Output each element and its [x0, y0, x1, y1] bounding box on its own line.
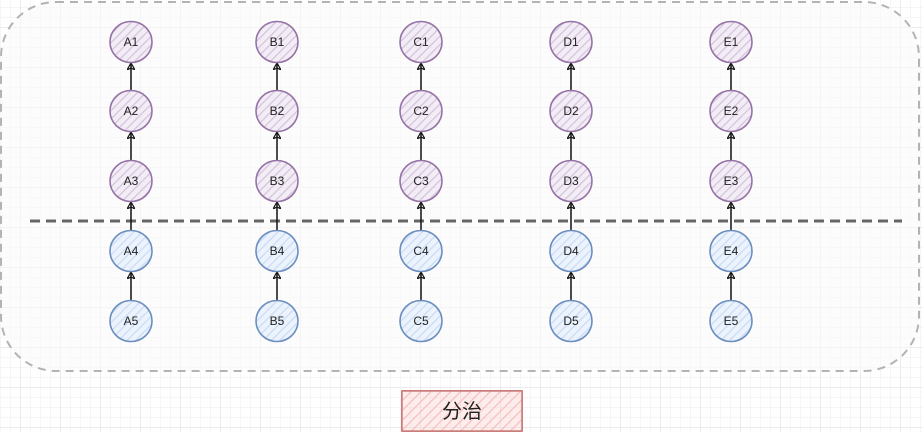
node-label: E1: [724, 35, 739, 49]
node-a2[interactable]: A2: [109, 89, 153, 133]
node-label: E4: [724, 244, 739, 258]
node-d4[interactable]: D4: [549, 229, 593, 273]
node-b5[interactable]: B5: [255, 299, 299, 343]
node-label: B1: [270, 35, 285, 49]
edges-layer: [131, 64, 731, 300]
node-c4[interactable]: C4: [399, 229, 443, 273]
node-d5[interactable]: D5: [549, 299, 593, 343]
node-label: D5: [563, 314, 579, 328]
node-label: A3: [124, 174, 139, 188]
caption-label: 分治: [442, 399, 482, 423]
node-label: E5: [724, 314, 739, 328]
node-label: D4: [563, 244, 579, 258]
caption-box[interactable]: 分治: [401, 390, 523, 432]
node-label: D3: [563, 174, 579, 188]
node-label: E2: [724, 104, 739, 118]
node-c3[interactable]: C3: [399, 159, 443, 203]
node-label: B5: [270, 314, 285, 328]
node-a5[interactable]: A5: [109, 299, 153, 343]
node-d2[interactable]: D2: [549, 89, 593, 133]
node-b1[interactable]: B1: [255, 20, 299, 64]
node-label: B4: [270, 244, 285, 258]
node-label: A4: [124, 244, 139, 258]
node-a4[interactable]: A4: [109, 229, 153, 273]
node-b2[interactable]: B2: [255, 89, 299, 133]
node-b3[interactable]: B3: [255, 159, 299, 203]
node-c1[interactable]: C1: [399, 20, 443, 64]
node-e5[interactable]: E5: [709, 299, 753, 343]
node-label: E3: [724, 174, 739, 188]
node-d1[interactable]: D1: [549, 20, 593, 64]
node-label: B2: [270, 104, 285, 118]
container-group[interactable]: [0, 1, 920, 372]
node-label: A2: [124, 104, 139, 118]
node-label: A1: [124, 35, 139, 49]
node-b4[interactable]: B4: [255, 229, 299, 273]
node-label: C2: [413, 104, 429, 118]
node-a1[interactable]: A1: [109, 20, 153, 64]
node-label: C1: [413, 35, 429, 49]
node-label: C5: [413, 314, 429, 328]
node-a3[interactable]: A3: [109, 159, 153, 203]
node-label: A5: [124, 314, 139, 328]
node-label: C3: [413, 174, 429, 188]
node-d3[interactable]: D3: [549, 159, 593, 203]
node-c5[interactable]: C5: [399, 299, 443, 343]
node-label: D1: [563, 35, 579, 49]
node-label: B3: [270, 174, 285, 188]
node-e1[interactable]: E1: [709, 20, 753, 64]
node-c2[interactable]: C2: [399, 89, 443, 133]
node-label: C4: [413, 244, 429, 258]
node-e2[interactable]: E2: [709, 89, 753, 133]
node-e4[interactable]: E4: [709, 229, 753, 273]
node-e3[interactable]: E3: [709, 159, 753, 203]
node-label: D2: [563, 104, 579, 118]
